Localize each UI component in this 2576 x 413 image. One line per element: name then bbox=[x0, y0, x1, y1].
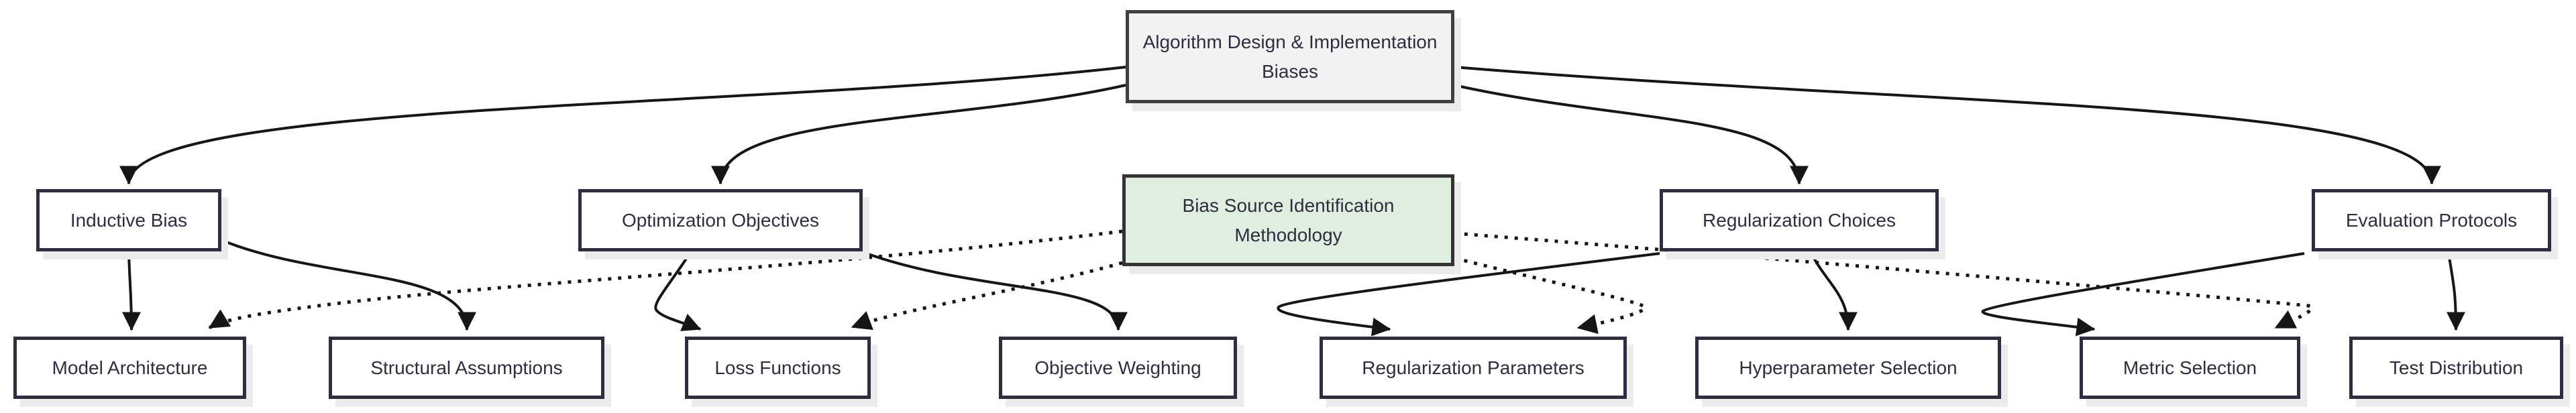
node-label: Evaluation Protocols bbox=[2345, 209, 2518, 231]
edge-root-to-regularization-choices bbox=[1454, 84, 1809, 185]
node-algorithm-design-implementation-biases: Algorithm Design & Implementation Biases bbox=[1126, 10, 1454, 103]
node-label: Inductive Bias bbox=[70, 209, 188, 231]
edge-root-to-evaluation-protocols bbox=[1454, 66, 2441, 185]
node-label: Bias Source Identification Methodology bbox=[1182, 195, 1395, 245]
edge-regularization-choices-to-hyperparameter-selection bbox=[1810, 253, 1858, 331]
node-test-distribution: Test Distribution bbox=[2349, 337, 2563, 399]
node-label: Metric Selection bbox=[2123, 357, 2257, 378]
edge-optimization-objectives-to-loss-functions bbox=[654, 250, 702, 331]
node-label: Algorithm Design & Implementation Biases bbox=[1142, 32, 1438, 82]
node-objective-weighting: Objective Weighting bbox=[999, 337, 1237, 399]
node-label: Model Architecture bbox=[52, 357, 208, 378]
edge-optimization-objectives-to-objective-weighting bbox=[862, 251, 1128, 331]
node-model-architecture: Model Architecture bbox=[13, 337, 246, 399]
node-inductive-bias: Inductive Bias bbox=[36, 189, 221, 251]
node-evaluation-protocols: Evaluation Protocols bbox=[2312, 189, 2551, 251]
node-label: Loss Functions bbox=[714, 357, 841, 378]
edge-evaluation-protocols-to-test-distribution bbox=[2446, 253, 2465, 331]
node-regularization-parameters: Regularization Parameters bbox=[1320, 337, 1627, 399]
node-regularization-choices: Regularization Choices bbox=[1660, 189, 1939, 251]
node-label: Hyperparameter Selection bbox=[1739, 357, 1957, 378]
edge-regularization-choices-to-regularization-parameters bbox=[1277, 252, 1660, 337]
node-hyperparameter-selection: Hyperparameter Selection bbox=[1695, 337, 2001, 399]
node-optimization-objectives: Optimization Objectives bbox=[578, 189, 863, 251]
edge-methodology-to-metric-selection bbox=[1454, 231, 2314, 330]
edge-root-to-optimization-objectives bbox=[711, 84, 1126, 185]
edge-root-to-inductive-bias bbox=[119, 66, 1126, 185]
edge-evaluation-protocols-to-metric-selection bbox=[1981, 252, 2305, 337]
edge-inductive-bias-to-model-architecture bbox=[121, 251, 141, 331]
node-label: Optimization Objectives bbox=[621, 209, 820, 231]
edge-inductive-bias-to-structural-assumptions bbox=[221, 239, 476, 331]
node-label: Test Distribution bbox=[2389, 357, 2524, 378]
node-label: Regularization Choices bbox=[1703, 209, 1896, 231]
node-label: Structural Assumptions bbox=[370, 357, 563, 378]
edge-methodology-to-regularization-parameters bbox=[1454, 256, 1647, 335]
node-metric-selection: Metric Selection bbox=[2080, 337, 2300, 399]
node-bias-source-identification-methodology: Bias Source Identification Methodology bbox=[1122, 174, 1454, 266]
node-label: Regularization Parameters bbox=[1362, 357, 1585, 378]
node-structural-assumptions: Structural Assumptions bbox=[329, 337, 604, 399]
node-label: Objective Weighting bbox=[1034, 357, 1201, 378]
node-loss-functions: Loss Functions bbox=[685, 337, 871, 399]
edge-methodology-to-loss-functions bbox=[851, 261, 1123, 331]
